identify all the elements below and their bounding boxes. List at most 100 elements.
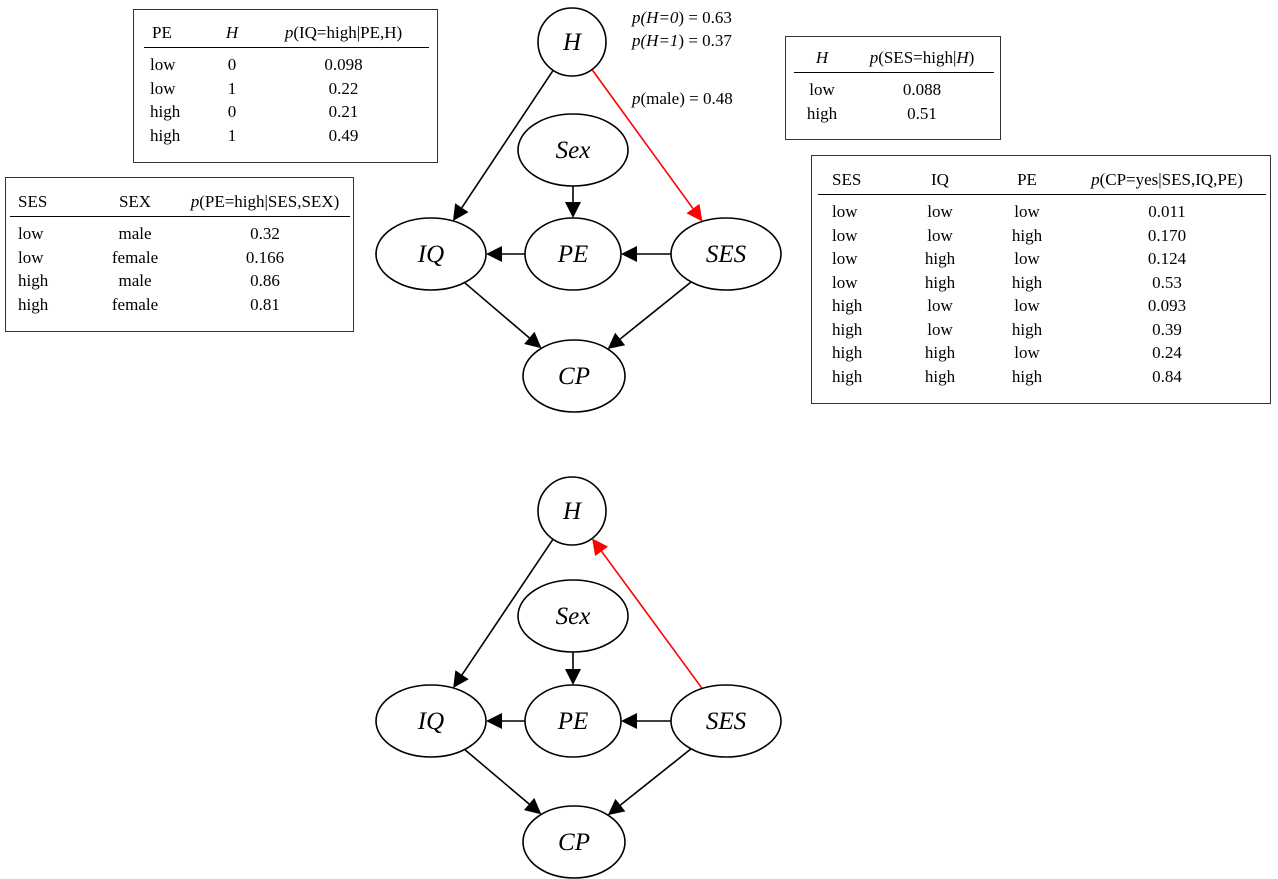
node-label: PE	[557, 241, 589, 268]
prior-h1: p(H=1) = 0.37	[632, 31, 732, 50]
cell-a: low	[809, 80, 835, 99]
table-row: low female 0.166	[10, 246, 350, 270]
prior-h0: p(H=0) = 0.63	[632, 8, 732, 27]
node-label: SES	[706, 241, 747, 268]
header-h: H	[794, 48, 850, 73]
cell-b: 1	[227, 78, 237, 98]
cell-b: low	[927, 319, 953, 339]
cell-p: 0.088	[902, 80, 942, 99]
node-label: SES	[706, 708, 747, 735]
header-ses: SES	[10, 192, 90, 217]
header-sex: SEX	[90, 192, 180, 217]
cell-b: male	[118, 271, 152, 290]
cell-b: male	[118, 224, 152, 243]
cell-a: high	[832, 343, 863, 362]
node-cp: CP	[522, 339, 626, 413]
cell-b: 1	[227, 125, 237, 145]
table-row: low high high 0.53	[818, 271, 1266, 295]
edge-h-to-iq	[452, 69, 554, 221]
node-label: CP	[558, 363, 590, 390]
cell-p: 0.166	[245, 247, 285, 267]
node-pe: PE	[524, 217, 622, 291]
cell-p: 0.093	[1147, 296, 1187, 315]
cell-c: high	[1011, 366, 1043, 386]
header-ses: SES	[818, 170, 894, 195]
cell-p: 0.49	[328, 125, 359, 145]
node-iq: IQ	[375, 684, 487, 758]
header-prob: p(SES=high|H)	[850, 48, 994, 73]
cell-b: low	[927, 225, 953, 245]
edge-iq-to-cp	[464, 748, 542, 815]
header-prob: p(PE=high|SES,SEX)	[180, 192, 350, 217]
cell-p: 0.22	[328, 78, 359, 98]
edge-ses-to-cp	[607, 748, 692, 816]
table-row: low 0.088	[794, 73, 994, 102]
cell-p: 0.170	[1147, 225, 1187, 245]
cpt-cp-header: SES IQ PE p(CP=yes|SES,IQ,PE)	[818, 170, 1266, 195]
table-row: high high high 0.84	[818, 365, 1266, 389]
cell-p: 0.24	[1152, 343, 1182, 362]
cell-a: high	[150, 125, 181, 145]
cell-p: 0.39	[1152, 319, 1182, 339]
cell-b: 0	[227, 55, 237, 74]
cell-b: high	[924, 366, 956, 386]
cell-b: low	[927, 296, 953, 315]
header-iq: IQ	[894, 170, 986, 195]
cell-a: low	[832, 225, 858, 245]
cell-p: 0.124	[1147, 249, 1187, 268]
cell-a: high	[832, 366, 863, 386]
cell-p: 0.86	[250, 271, 280, 290]
node-ses: SES	[670, 217, 782, 291]
edge-ses-to-cp	[607, 281, 692, 349]
cell-a: high	[18, 294, 49, 314]
prior-male: p(male) = 0.48	[632, 89, 733, 108]
cell-p: 0.53	[1152, 272, 1182, 292]
node-label: H	[562, 498, 583, 525]
cell-b: high	[924, 249, 956, 268]
node-label: PE	[557, 708, 589, 735]
cell-a: high	[832, 296, 863, 315]
header-h: H	[206, 23, 258, 48]
node-sex: Sex	[517, 579, 629, 653]
cpt-iq-header: PE H p(IQ=high|PE,H)	[144, 23, 429, 48]
edge-pe-to-iq	[486, 246, 525, 262]
edge-ses-to-pe	[621, 246, 671, 262]
cpt-cp: SES IQ PE p(CP=yes|SES,IQ,PE) low low low 0…	[811, 155, 1271, 404]
cell-c: high	[1011, 319, 1043, 339]
cell-a: low	[832, 249, 858, 268]
cell-c: high	[1011, 272, 1043, 292]
node-cp: CP	[522, 805, 626, 879]
cell-b: 0	[227, 102, 237, 121]
node-pe: PE	[524, 684, 622, 758]
cpt-pe: SES SEX p(PE=high|SES,SEX) low male 0.32 lo…	[5, 177, 354, 332]
table-row: high 1 0.49	[144, 124, 429, 148]
edge-h-to-iq	[453, 538, 554, 689]
cpt-ses-header: H p(SES=high|H)	[794, 48, 994, 73]
cell-c: low	[1014, 249, 1040, 268]
cell-a: low	[18, 247, 44, 267]
cell-b: low	[927, 202, 953, 221]
cell-a: low	[150, 55, 176, 74]
node-ses: SES	[670, 684, 782, 758]
node-iq: IQ	[375, 217, 487, 291]
cell-p: 0.32	[250, 224, 280, 243]
cell-p: 0.011	[1148, 202, 1186, 221]
cell-c: high	[1011, 225, 1043, 245]
cell-a: low	[832, 272, 858, 292]
edge-pe-to-iq	[486, 713, 525, 729]
cell-b: female	[111, 247, 159, 267]
cell-b: high	[924, 272, 956, 292]
cell-p: 0.84	[1152, 366, 1182, 386]
node-label: Sex	[556, 603, 591, 630]
cpt-pe-header: SES SEX p(PE=high|SES,SEX)	[10, 192, 350, 217]
